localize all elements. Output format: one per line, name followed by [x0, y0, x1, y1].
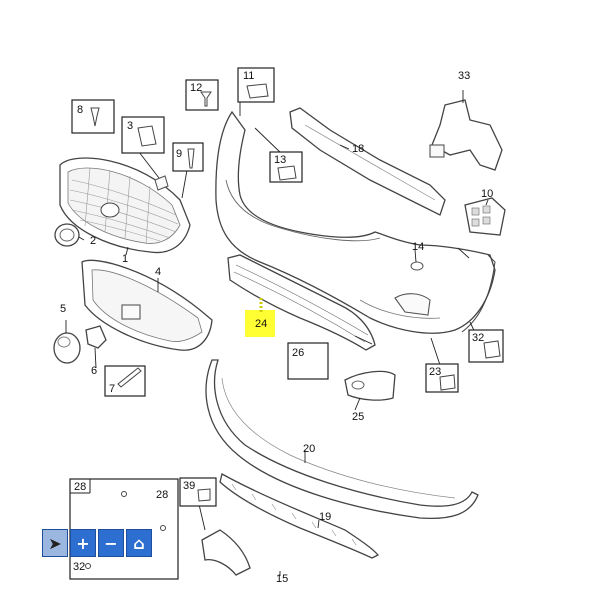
- callout-25[interactable]: 26: [287, 342, 329, 380]
- callout-12[interactable]: 12: [185, 79, 219, 111]
- callout-11[interactable]: 11: [237, 67, 275, 103]
- svg-text:7: 7: [109, 383, 115, 395]
- part-grille[interactable]: [59, 157, 191, 254]
- callout-6[interactable]: 6: [91, 365, 97, 377]
- select-button[interactable]: ➤: [42, 529, 68, 557]
- callout-8[interactable]: 8: [71, 99, 115, 134]
- callout-13[interactable]: 13: [269, 151, 303, 183]
- callout-5[interactable]: 5: [60, 303, 66, 315]
- part-lamp-trim[interactable]: [344, 370, 396, 401]
- svg-text:11: 11: [243, 70, 254, 82]
- part-reinforcement[interactable]: [289, 107, 446, 216]
- highlight-23: [245, 298, 275, 337]
- callout-24[interactable]: 25: [352, 411, 364, 423]
- callout-4[interactable]: 4: [155, 266, 161, 278]
- svg-text:28: 28: [74, 481, 86, 493]
- svg-text:8: 8: [77, 104, 83, 116]
- callout-21[interactable]: 23: [425, 363, 459, 393]
- callout-2[interactable]: 2: [90, 235, 96, 247]
- home-icon: ⌂: [133, 533, 145, 553]
- svg-text:23: 23: [429, 366, 441, 378]
- callout-3[interactable]: 3: [121, 116, 165, 154]
- part-lower-spoiler[interactable]: [205, 359, 479, 520]
- home-button[interactable]: ⌂: [126, 529, 152, 557]
- svg-text:32: 32: [472, 332, 484, 344]
- part-sensor-module[interactable]: [464, 197, 506, 236]
- part-bracket-6[interactable]: [85, 325, 107, 349]
- callout-9[interactable]: 9: [172, 142, 204, 172]
- part-side-bracket[interactable]: [429, 99, 503, 171]
- part-bottom-bracket[interactable]: [201, 529, 251, 576]
- part-bumper-cover[interactable]: [215, 110, 496, 334]
- callout-39[interactable]: 39: [179, 477, 217, 507]
- callout-33[interactable]: 33: [458, 70, 470, 82]
- svg-text:13: 13: [274, 154, 286, 166]
- cursor-icon: ➤: [48, 533, 62, 553]
- callout-1[interactable]: 1: [122, 253, 128, 265]
- svg-text:26: 26: [292, 347, 304, 359]
- callout-23[interactable]: 24: [255, 318, 267, 330]
- callout-27[interactable]: 32: [73, 561, 85, 573]
- svg-text:39: 39: [183, 480, 195, 492]
- part-skid-strip[interactable]: [219, 473, 380, 559]
- callout-7[interactable]: 7: [104, 365, 146, 397]
- callout-20[interactable]: 20: [303, 443, 315, 455]
- callout-28[interactable]: 28: [156, 489, 168, 501]
- part-emblem[interactable]: [54, 223, 80, 247]
- callout-18[interactable]: 18: [352, 143, 364, 155]
- callout-10[interactable]: 10: [481, 188, 493, 200]
- zoom-toolbar: ➤ + − ⌂: [42, 529, 152, 557]
- part-grille-frame[interactable]: [81, 259, 213, 351]
- part-clip-3-small[interactable]: [154, 175, 169, 191]
- minus-icon: −: [104, 533, 118, 553]
- svg-text:12: 12: [190, 82, 202, 94]
- callout-14[interactable]: 14: [412, 241, 424, 253]
- zoom-out-button[interactable]: −: [98, 529, 124, 557]
- part-lower-grille[interactable]: [227, 254, 376, 351]
- callout-32[interactable]: 32: [468, 329, 504, 363]
- plate-bolts: [85, 491, 166, 569]
- plus-icon: +: [76, 533, 90, 553]
- zoom-in-button[interactable]: +: [70, 529, 96, 557]
- callout-19[interactable]: 19: [319, 511, 331, 523]
- callout-15[interactable]: 15: [276, 573, 288, 585]
- svg-text:3: 3: [127, 120, 133, 132]
- part-cap[interactable]: [53, 332, 81, 364]
- svg-text:9: 9: [176, 148, 182, 160]
